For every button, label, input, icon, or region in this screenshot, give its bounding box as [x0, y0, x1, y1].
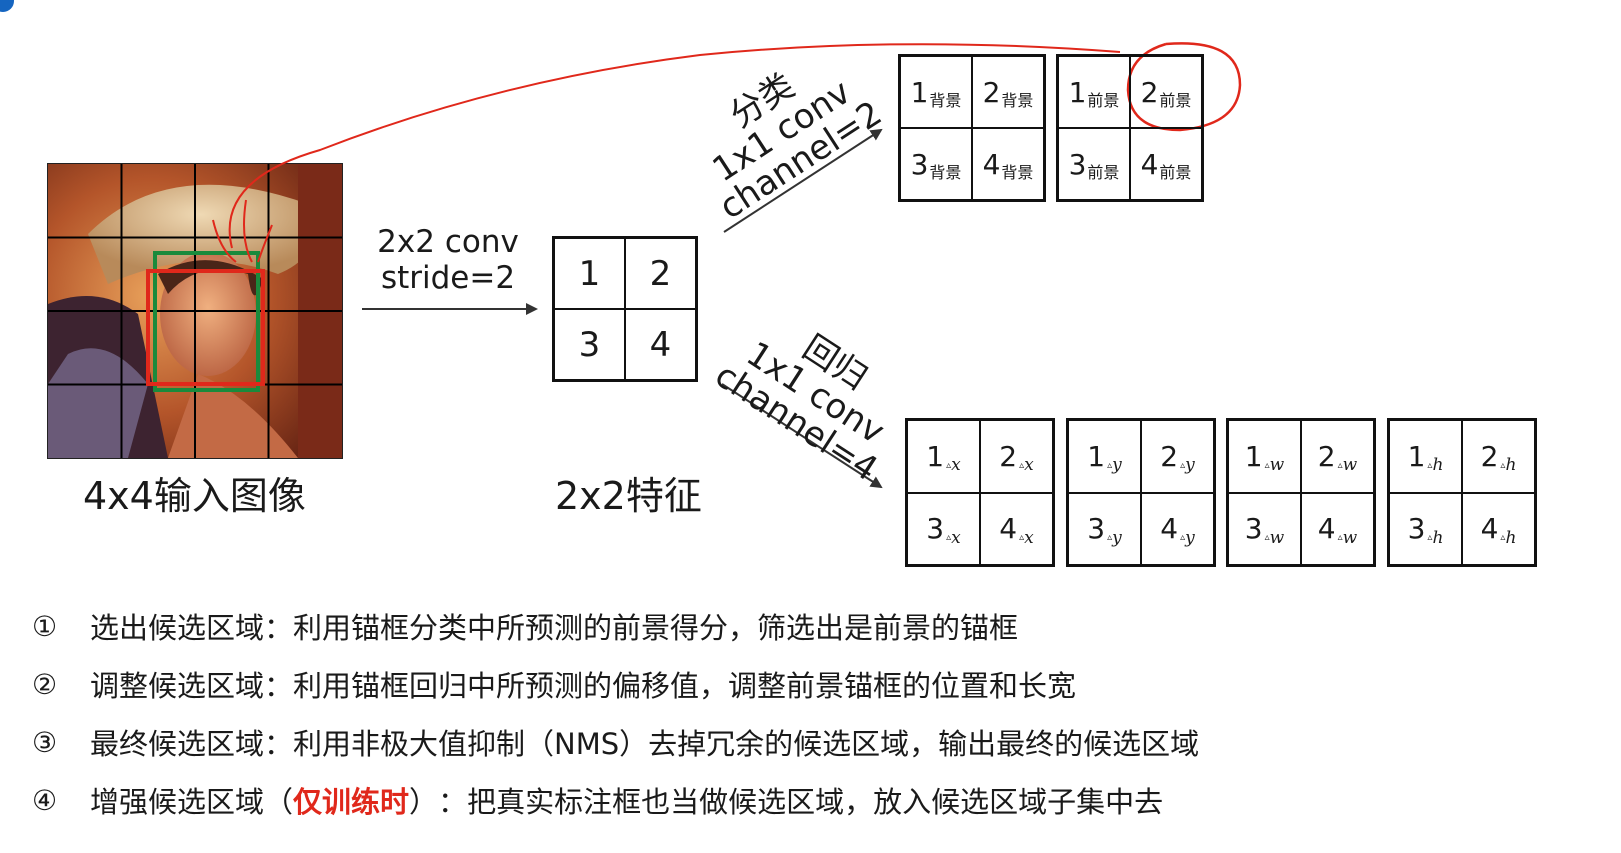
step-title: 最终候选区域	[90, 727, 265, 761]
feature-cell: 1	[554, 238, 625, 309]
reg-cell: 1▵h	[1389, 420, 1462, 493]
reg-cell: 3▵w	[1228, 492, 1301, 565]
step-number: ②	[32, 667, 58, 701]
step-title-end: ）	[409, 785, 439, 819]
reg-arrow	[721, 383, 883, 489]
step-text: 把真实标注框也当做候选区域，放入候选区域子集中去	[467, 785, 1164, 819]
step-text: 利用非极大值抑制（NMS）去掉冗余的候选区域，输出最终的候选区域	[293, 727, 1200, 761]
reg-cell: 3▵y	[1068, 492, 1141, 565]
reg-cell: 4▵y	[1141, 492, 1214, 565]
step-sep: ：	[438, 785, 468, 819]
step-item: ③ 最终候选区域：利用非极大值抑制（NMS）去掉冗余的候选区域，输出最终的候选区…	[32, 713, 1199, 771]
step-item: ② 调整候选区域：利用锚框回归中所预测的偏移值，调整前景锚框的位置和长宽	[32, 655, 1199, 713]
anchor-box-green	[153, 251, 260, 392]
step-text: 利用锚框分类中所预测的前景得分，筛选出是前景的锚框	[293, 611, 1019, 645]
reg-cell: 4▵x	[980, 492, 1053, 565]
reg-cell: 1▵w	[1228, 420, 1301, 493]
conv-line1: 2x2 conv	[377, 224, 519, 260]
step-item: ① 选出候选区域：利用锚框分类中所预测的前景得分，筛选出是前景的锚框	[32, 597, 1199, 655]
input-caption: 4x4输入图像	[83, 474, 306, 518]
step-title: 增强候选区域（	[90, 785, 294, 819]
feature-cell: 4	[625, 309, 696, 380]
conv-label: 2x2 conv stride=2	[368, 224, 528, 296]
step-title: 选出候选区域	[90, 611, 265, 645]
corner-indicator	[0, 0, 14, 12]
reg-cell: 4▵h	[1462, 492, 1535, 565]
reg-cell: 2▵h	[1462, 420, 1535, 493]
reg-cell: 1▵y	[1068, 420, 1141, 493]
reg-cell: 1▵x	[907, 420, 980, 493]
reg-cell: 3▵h	[1389, 492, 1462, 565]
step-sep: ：	[264, 727, 294, 761]
step-number: ③	[32, 725, 58, 759]
step-text: 利用锚框回归中所预测的偏移值，调整前景锚框的位置和长宽	[293, 669, 1077, 703]
step-number: ④	[32, 783, 58, 817]
step-sep: ：	[264, 611, 294, 645]
input-image	[47, 163, 343, 459]
step-highlight: 仅训练时	[293, 785, 410, 819]
feature-caption: 2x2特征	[555, 474, 702, 518]
reg-cell: 2▵x	[980, 420, 1053, 493]
reg-cell: 3▵x	[907, 492, 980, 565]
reg-cell: 4▵w	[1301, 492, 1374, 565]
anchor-box-red	[146, 269, 265, 386]
feature-cell: 2	[625, 238, 696, 309]
reg-cell: 2▵y	[1141, 420, 1214, 493]
hand-annotation-curve	[228, 43, 1121, 249]
step-number: ①	[32, 609, 58, 643]
feature-grid: 1 2 3 4	[552, 236, 698, 382]
step-item: ④ 增强候选区域（仅训练时）：把真实标注框也当做候选区域，放入候选区域子集中去	[32, 771, 1199, 829]
hand-annotation-ticks	[212, 199, 273, 263]
conv-line2: stride=2	[380, 260, 516, 296]
reg-cell: 2▵w	[1301, 420, 1374, 493]
cls-arrow	[723, 128, 883, 233]
feature-cell: 3	[554, 309, 625, 380]
step-list: ① 选出候选区域：利用锚框分类中所预测的前景得分，筛选出是前景的锚框 ② 调整候…	[32, 597, 1199, 829]
step-title: 调整候选区域	[90, 669, 265, 703]
step-sep: ：	[264, 669, 294, 703]
